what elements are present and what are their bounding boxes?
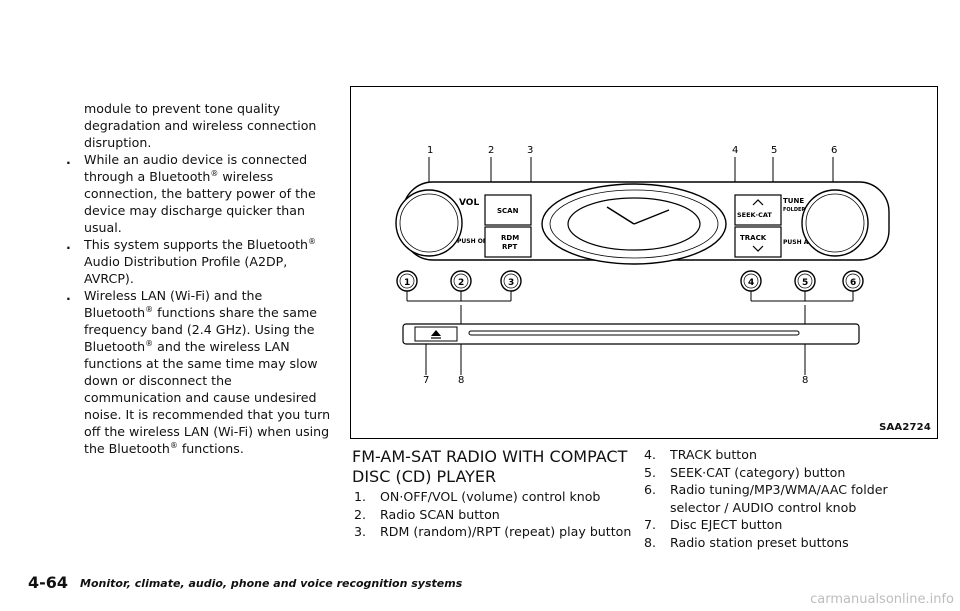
parts-list-b: 4.TRACK button 5.SEEK·CAT (category) but… bbox=[644, 446, 940, 551]
callout-1: 1 bbox=[427, 145, 433, 156]
label-tune: TUNE bbox=[783, 197, 804, 205]
clock-minute-hand bbox=[633, 209, 670, 225]
radio-panel-diagram: 1 2 3 4 5 6 7 8 8 bbox=[395, 145, 890, 386]
label-scan: SCAN bbox=[497, 207, 519, 215]
callout-7: 7 bbox=[423, 375, 429, 386]
label-rdm: RDM bbox=[501, 234, 519, 242]
callout-numbers: 1 2 3 4 5 6 7 8 8 bbox=[423, 145, 837, 386]
list-item: 3.RDM (random)/RPT (repeat) play button bbox=[354, 524, 632, 539]
label-track: TRACK bbox=[740, 234, 767, 242]
section-title: Monitor, climate, audio, phone and voice… bbox=[80, 577, 463, 590]
preset-2: 2 bbox=[458, 278, 464, 288]
callout-3: 3 bbox=[527, 145, 533, 156]
label-push-on-off: PUSH ON·OFF bbox=[457, 238, 503, 245]
callout-4: 4 bbox=[732, 145, 738, 156]
preset-buttons: 1 2 3 4 5 6 bbox=[396, 270, 864, 292]
watermark: carmanualsonline.info bbox=[810, 592, 954, 607]
preset-3: 3 bbox=[508, 278, 514, 288]
intro-text: module to prevent tone quality degradati… bbox=[84, 101, 317, 150]
list-item: 7.Disc EJECT button bbox=[644, 517, 783, 532]
list-item: 1.ON·OFF/VOL (volume) control knob bbox=[354, 489, 601, 504]
list-item: 5.SEEK·CAT (category) button bbox=[644, 464, 846, 480]
label-seek-cat: SEEK·CAT bbox=[737, 211, 772, 219]
preset-1: 1 bbox=[404, 278, 410, 288]
left-column: module to prevent tone quality degradati… bbox=[66, 100, 332, 457]
list-item: 6.Radio tuning/MP3/WMA/AAC folder select… bbox=[644, 482, 888, 515]
bullet-item: .While an audio device is connected thro… bbox=[66, 152, 316, 235]
callout-8: 8 bbox=[458, 375, 464, 386]
list-item: 8.Radio station preset buttons bbox=[644, 534, 849, 550]
chevron-up-icon bbox=[752, 199, 764, 206]
disc-slot bbox=[468, 330, 800, 336]
preset-4: 4 bbox=[748, 278, 754, 288]
track-button-drawing bbox=[734, 226, 782, 258]
label-rpt: RPT bbox=[502, 243, 518, 251]
list-item: 4.TRACK button bbox=[644, 447, 757, 462]
label-vol: VOL bbox=[459, 198, 479, 208]
section-heading: FM-AM-SAT RADIO WITH COMPACT DISC (CD) P… bbox=[352, 447, 628, 486]
rdm-button-drawing bbox=[484, 226, 532, 258]
callout-6: 6 bbox=[831, 145, 837, 156]
chevron-down-icon bbox=[752, 245, 764, 252]
parts-list-a: 1.ON·OFF/VOL (volume) control knob 2.Rad… bbox=[354, 488, 639, 541]
bullet-item: .This system supports the Bluetooth® Aud… bbox=[66, 236, 316, 286]
scan-button-drawing bbox=[484, 194, 532, 226]
bullet-item: .Wireless LAN (Wi-Fi) and the Bluetooth®… bbox=[66, 288, 331, 456]
callout-8-right: 8 bbox=[802, 375, 808, 386]
vol-knob bbox=[395, 189, 463, 257]
label-folder: FOLDER bbox=[783, 207, 805, 213]
audio-knob bbox=[801, 189, 869, 257]
callout-2: 2 bbox=[488, 145, 494, 156]
page-footer: 4-64 Monitor, climate, audio, phone and v… bbox=[28, 573, 462, 592]
list-item: 2.Radio SCAN button bbox=[354, 506, 500, 522]
eject-icon bbox=[431, 330, 441, 336]
preset-5: 5 bbox=[802, 278, 808, 288]
clock-hour-hand bbox=[606, 206, 635, 225]
page-number: 4-64 bbox=[28, 573, 69, 592]
preset-6: 6 bbox=[850, 278, 856, 288]
label-push-audio: PUSH AUDIO bbox=[783, 239, 825, 246]
callout-5: 5 bbox=[771, 145, 777, 156]
radio-diagram-figure: 1 2 3 4 5 6 7 8 8 bbox=[350, 86, 938, 439]
figure-caption: SAA2724 bbox=[879, 422, 931, 433]
